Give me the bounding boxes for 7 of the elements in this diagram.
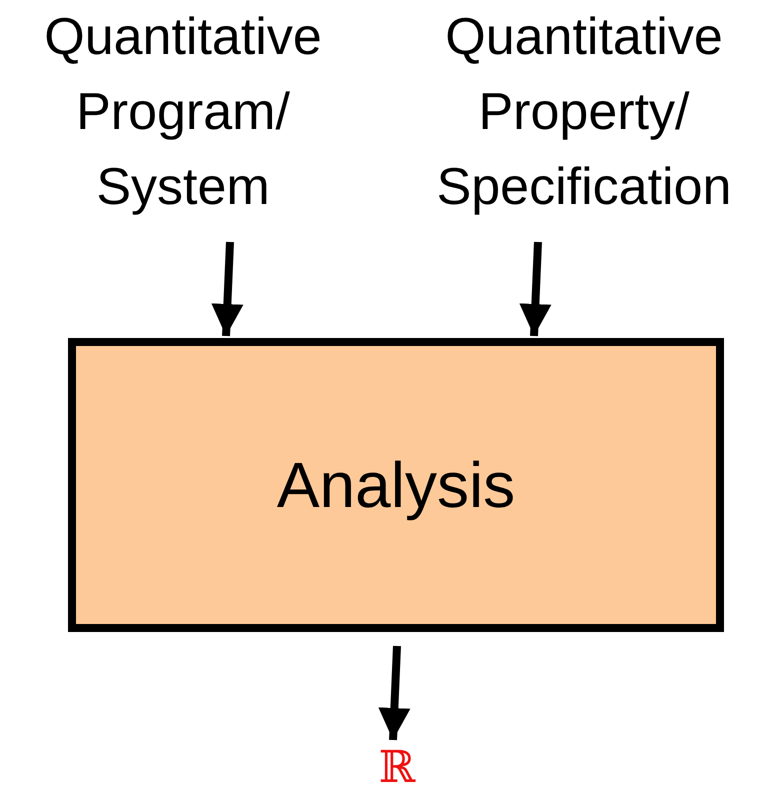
process-box: Analysis [68,338,724,632]
output-symbol: ℝ [370,742,424,794]
input-label: Quantitative Property/ Specification [400,0,768,228]
input-label: Quantitative Program/ System [0,0,366,228]
arrow [378,646,410,740]
arrow [519,242,552,336]
arrow [211,242,244,336]
